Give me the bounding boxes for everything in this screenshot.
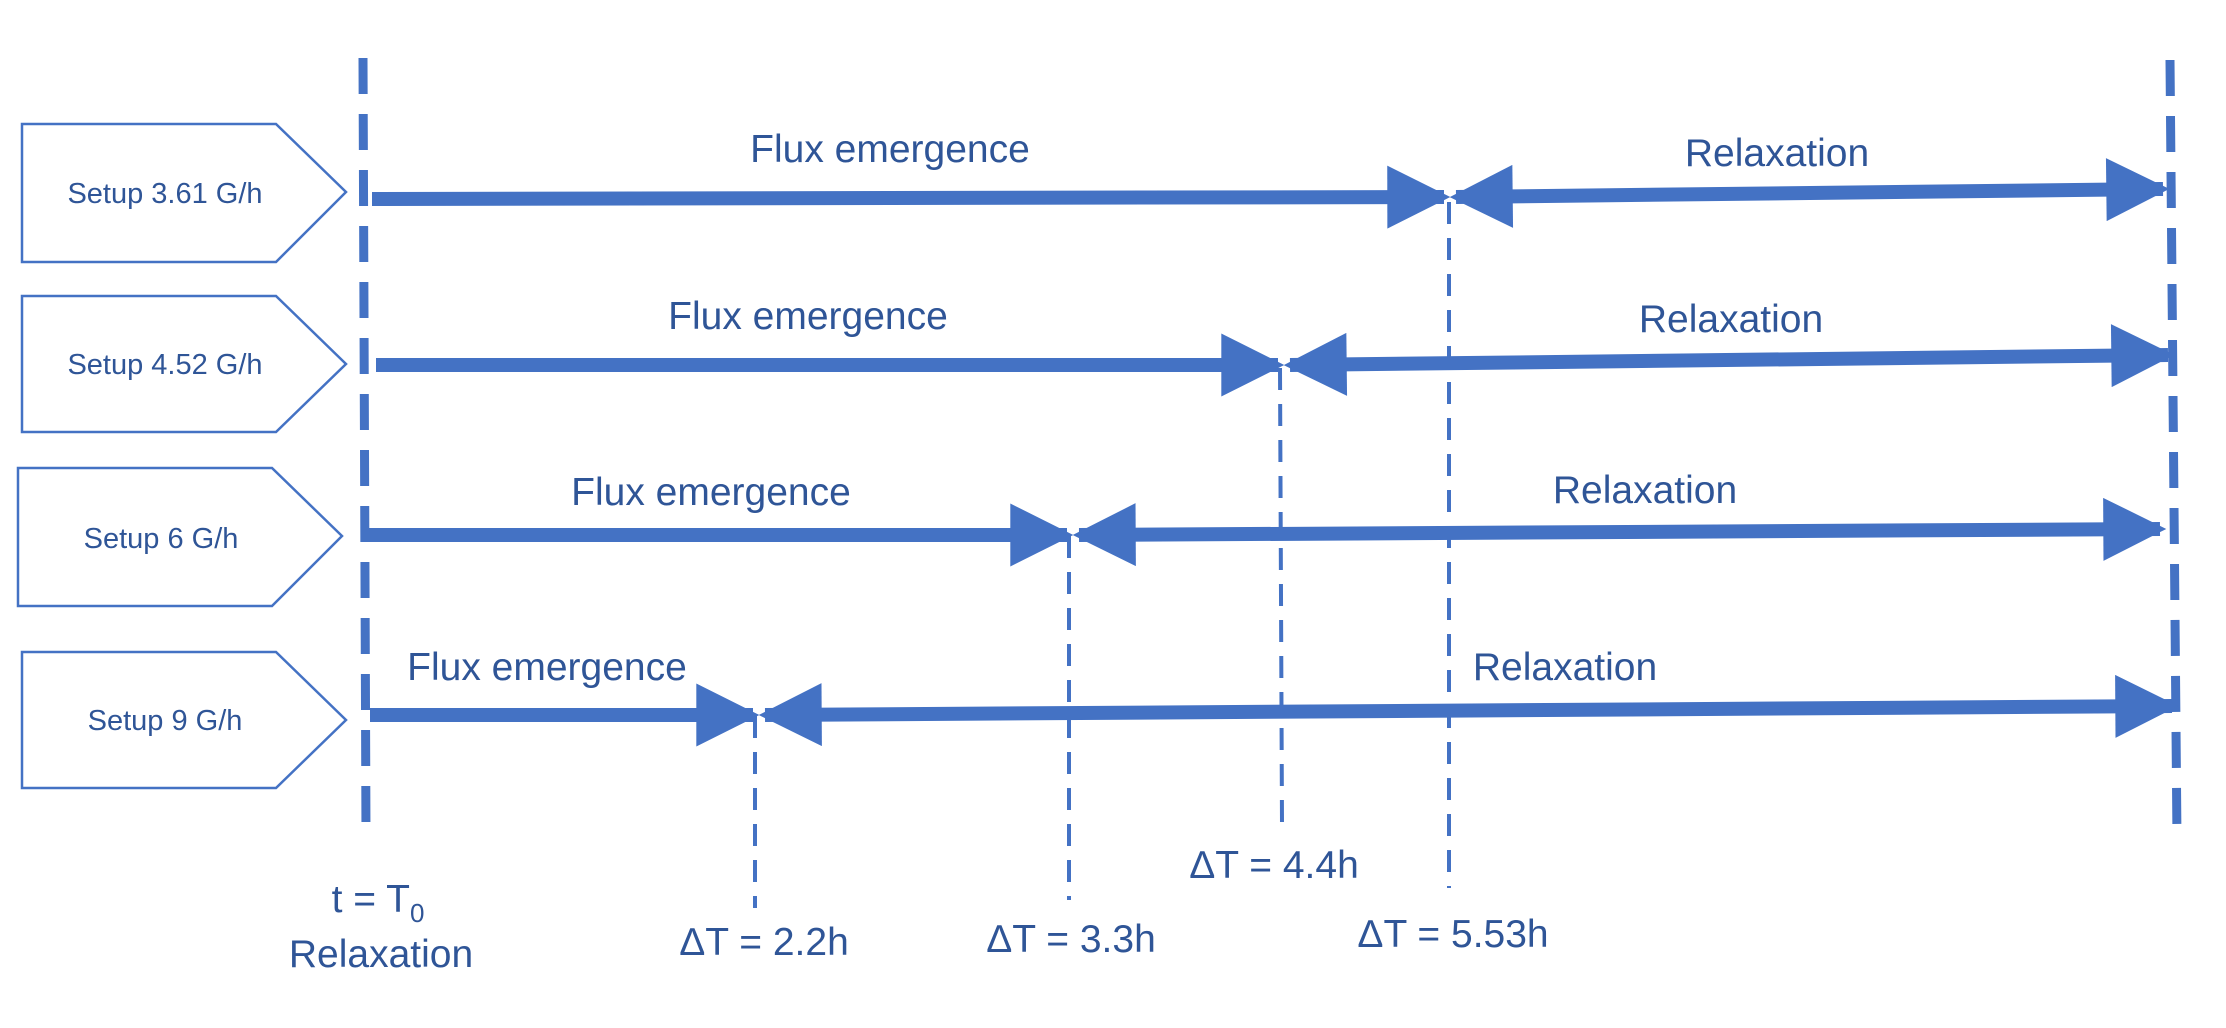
setup-label-box (20, 650, 348, 790)
relaxation-label: Relaxation (1553, 469, 1737, 512)
setup-label: Setup 9 G/h (88, 705, 243, 737)
relaxation-label: Relaxation (1473, 646, 1657, 689)
setup-label: Setup 6 G/h (84, 523, 239, 555)
relaxation-label: Relaxation (1685, 132, 1869, 175)
start-relaxation-label: Relaxation (289, 933, 473, 976)
setup-row-4: Setup 9 G/h Flux emergence Relaxation (20, 646, 2179, 790)
relaxation-label: Relaxation (1639, 298, 1823, 341)
delta-t-label-4-4h: ΔT = 4.4h (1189, 844, 1359, 887)
flux-emergence-label: Flux emergence (668, 295, 948, 338)
end-boundary-line (2165, 59, 2182, 841)
setup-label-box (20, 294, 348, 434)
relaxation-arrow (1283, 324, 2175, 396)
setup-row-1: Setup 3.61 G/h Flux emergence Relaxation (20, 122, 2170, 264)
relaxation-arrow (1449, 158, 2170, 228)
delta-t-label-2-2h: ΔT = 2.2h (679, 921, 849, 964)
setup-label: Setup 3.61 G/h (67, 178, 262, 210)
setup-label-box (20, 122, 348, 264)
relaxation-arrow (1072, 497, 2167, 567)
delta-t-label-5-53h: ΔT = 5.53h (1357, 913, 1548, 956)
start-time-label: t = T0 (332, 878, 425, 928)
start-boundary-line (358, 57, 371, 839)
setup-label-box (16, 466, 344, 608)
relaxation-arrow (758, 674, 2179, 747)
setup-row-3: Setup 6 G/h Flux emergence Relaxation (16, 466, 2167, 608)
setup-label: Setup 4.52 G/h (67, 349, 262, 381)
flux-emergence-label: Flux emergence (750, 128, 1030, 171)
delta-t-label-3-3h: ΔT = 3.3h (986, 918, 1156, 961)
flux-emergence-arrow (371, 165, 1451, 229)
start-time-text: t = T (332, 878, 410, 921)
delta-t-drop-line-4-4h (1278, 367, 1284, 826)
start-time-subscript: 0 (410, 898, 424, 928)
flux-emergence-label: Flux emergence (407, 646, 687, 689)
flux-emergence-label: Flux emergence (571, 471, 851, 514)
setup-row-2: Setup 4.52 G/h Flux emergence Relaxation (20, 294, 2175, 434)
